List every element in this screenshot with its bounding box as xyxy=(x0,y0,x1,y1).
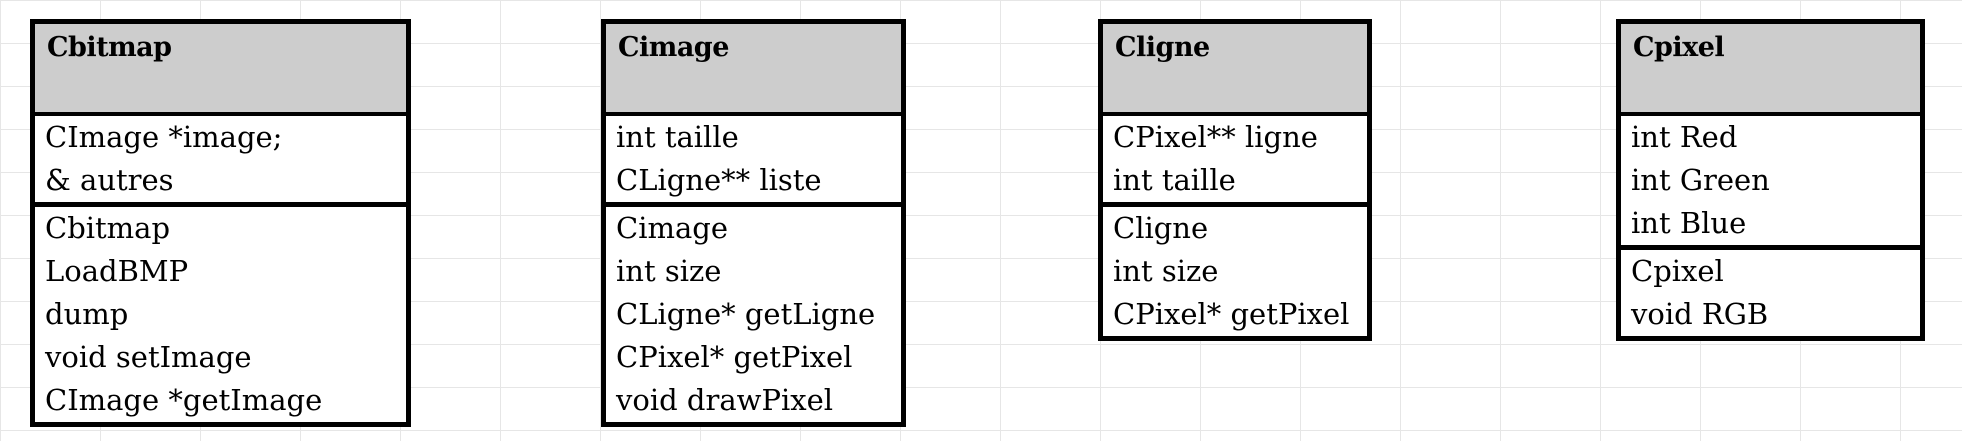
class-box-cbitmap: Cbitmap CImage *image; & autres Cbitmap … xyxy=(30,19,411,427)
method: int size xyxy=(1113,254,1219,288)
methods-compartment: Cpixel void RGB xyxy=(1621,245,1920,336)
method: dump xyxy=(45,297,129,331)
attribute: CPixel** ligne xyxy=(1113,120,1318,154)
class-box-cpixel: Cpixel int Red int Green int Blue Cpixel… xyxy=(1616,19,1925,341)
method: Cpixel xyxy=(1631,254,1724,288)
method: Cimage xyxy=(616,211,728,245)
methods-compartment: Cligne int size CPixel* getPixel xyxy=(1103,202,1367,336)
method: void RGB xyxy=(1631,297,1769,331)
attribute: CImage *image; xyxy=(45,120,283,154)
class-header: Cpixel xyxy=(1621,24,1920,116)
class-name: Cpixel xyxy=(1633,32,1725,63)
methods-compartment: Cimage int size CLigne* getLigne CPixel*… xyxy=(606,202,901,422)
attributes-compartment: CImage *image; & autres xyxy=(35,116,406,202)
method: int size xyxy=(616,254,722,288)
attribute: int Blue xyxy=(1631,206,1747,240)
method: void setImage xyxy=(45,340,252,374)
attributes-compartment: CPixel** ligne int taille xyxy=(1103,116,1367,202)
methods-compartment: Cbitmap LoadBMP dump void setImage CImag… xyxy=(35,202,406,422)
attribute: int taille xyxy=(616,120,739,154)
attribute: & autres xyxy=(45,163,174,197)
method: LoadBMP xyxy=(45,254,189,288)
attribute: int taille xyxy=(1113,163,1236,197)
method: Cligne xyxy=(1113,211,1209,245)
method: CLigne* getLigne xyxy=(616,297,876,331)
class-header: Cligne xyxy=(1103,24,1367,116)
class-box-cimage: Cimage int taille CLigne** liste Cimage … xyxy=(601,19,906,427)
method: Cbitmap xyxy=(45,211,171,245)
class-box-cligne: Cligne CPixel** ligne int taille Cligne … xyxy=(1098,19,1372,341)
method: CPixel* getPixel xyxy=(616,340,853,374)
attribute: int Green xyxy=(1631,163,1770,197)
class-name: Cligne xyxy=(1115,32,1210,63)
method: void drawPixel xyxy=(616,383,834,417)
attributes-compartment: int Red int Green int Blue xyxy=(1621,116,1920,245)
attribute: int Red xyxy=(1631,120,1738,154)
class-header: Cimage xyxy=(606,24,901,116)
class-header: Cbitmap xyxy=(35,24,406,116)
attributes-compartment: int taille CLigne** liste xyxy=(606,116,901,202)
attribute: CLigne** liste xyxy=(616,163,822,197)
method: CPixel* getPixel xyxy=(1113,297,1350,331)
method: CImage *getImage xyxy=(45,383,323,417)
class-name: Cbitmap xyxy=(47,32,172,63)
class-name: Cimage xyxy=(618,32,729,63)
